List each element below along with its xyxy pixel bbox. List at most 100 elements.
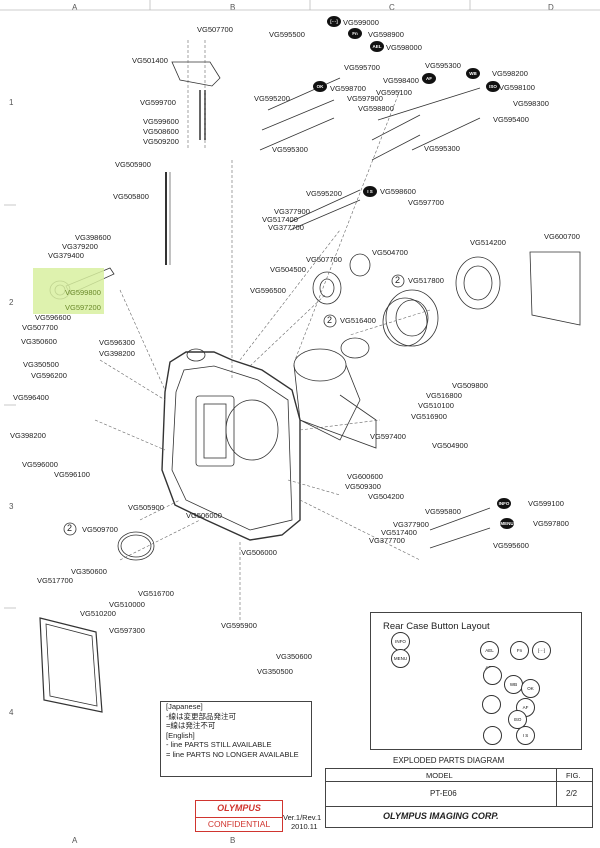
part-label: VG595700: [344, 63, 380, 72]
part-label: VG595100: [376, 88, 412, 97]
badge-ok: OK: [313, 81, 327, 92]
part-label: VG504500: [270, 265, 306, 274]
part-label: VG596400: [13, 393, 49, 402]
badge-af: AF: [422, 73, 436, 84]
stamp-brand: OLYMPUS: [217, 803, 261, 813]
button-ok: OK: [521, 679, 540, 698]
legend-line: [Japanese]: [166, 702, 203, 711]
part-label: VG597700: [408, 198, 444, 207]
line-legend: [Japanese] -線は変更部品発注可 =線は発注不可 [English] …: [160, 701, 312, 777]
part-label-highlighted: VG599800: [65, 288, 101, 297]
part-label: VG600700: [544, 232, 580, 241]
grid-col-b-bottom: B: [230, 836, 236, 845]
legend-line: [English]: [166, 730, 195, 740]
part-label: VG516900: [411, 412, 447, 421]
legend-line: - line PARTS STILL AVAILABLE: [166, 740, 272, 750]
part-label: VG505800: [113, 192, 149, 201]
callout-number: 2: [67, 523, 73, 533]
part-label: VG350500: [257, 667, 293, 676]
part-label: VG517700: [37, 576, 73, 585]
part-label: VG350500: [23, 360, 59, 369]
part-label: VG510000: [109, 600, 145, 609]
part-label: VG598400: [383, 76, 419, 85]
button-layout-title: Rear Case Button Layout: [383, 621, 490, 632]
button-menu-dots: [···]: [532, 641, 551, 660]
model-value: PT-E06: [430, 789, 457, 798]
confidential-stamp: OLYMPUS CONFIDENTIAL: [195, 800, 283, 832]
part-label: VG597800: [533, 519, 569, 528]
part-label: VG509800: [452, 381, 488, 390]
grid-col-c: C: [389, 3, 395, 12]
button-ael-afl: AEL AFL: [480, 641, 499, 670]
part-label: VG595500: [269, 30, 305, 39]
grid-col-d: D: [548, 3, 554, 12]
part-label: VG596300: [99, 338, 135, 347]
part-label: VG507700: [306, 255, 342, 264]
version-date: 2010.11: [291, 821, 318, 831]
part-label: VG595300: [272, 145, 308, 154]
part-label: VG510100: [418, 401, 454, 410]
diagram-heading: EXPLODED PARTS DIAGRAM: [393, 756, 505, 765]
part-label: VG516400: [340, 316, 376, 325]
grid-row-4: 4: [9, 708, 14, 717]
part-label: VG379400: [48, 251, 84, 260]
part-label: VG517400: [381, 528, 417, 537]
grid-row-2: 2: [9, 298, 14, 307]
part-label: VG595300: [424, 144, 460, 153]
title-block: MODEL FIG. PT-E06 2/2: [325, 768, 593, 828]
part-label: VG508600: [143, 127, 179, 136]
part-label: VG598900: [368, 30, 404, 39]
part-label: VG509700: [82, 525, 118, 534]
part-label: VG516700: [138, 589, 174, 598]
grid-row-3: 3: [9, 502, 14, 511]
legend-line: -線は変更部品発注可: [166, 711, 236, 721]
company-name: OLYMPUS IMAGING CORP.: [383, 811, 499, 821]
part-label: VG517400: [262, 215, 298, 224]
part-label: VG504200: [368, 492, 404, 501]
part-label: VG599000: [343, 18, 379, 27]
part-label: VG597300: [109, 626, 145, 635]
model-label: MODEL: [426, 771, 453, 780]
part-label: VG379200: [62, 242, 98, 251]
badge-ael-afl: AEL AFL: [370, 41, 384, 60]
part-label: VG598700: [330, 84, 366, 93]
part-label: VG599600: [143, 117, 179, 126]
part-label: VG597400: [370, 432, 406, 441]
grid-row-1: 1: [9, 98, 14, 107]
part-label: VG596600: [35, 313, 71, 322]
part-label: VG598200: [492, 69, 528, 78]
part-label: VG506000: [186, 511, 222, 520]
button-menu: MENU: [391, 649, 410, 668]
part-label: VG350600: [71, 567, 107, 576]
part-label: VG600600: [347, 472, 383, 481]
part-label: VG509300: [345, 482, 381, 491]
part-label: VG350600: [276, 652, 312, 661]
callout-number: 2: [395, 275, 401, 285]
version-rev: Ver.1/Rev.1: [283, 813, 322, 822]
part-label: VG596500: [250, 286, 286, 295]
part-label: VG398600: [75, 233, 111, 242]
part-label: VG505900: [128, 503, 164, 512]
button-fn: Fn: [510, 641, 529, 660]
highlight-region: [33, 268, 104, 314]
fig-value: 2/2: [566, 789, 578, 798]
part-label: VG598600: [380, 187, 416, 196]
part-label: VG504700: [372, 248, 408, 257]
rear-case-button-layout: Rear Case Button Layout INFO MENU AEL AF…: [370, 612, 582, 750]
part-label: VG596200: [31, 371, 67, 380]
badge-fn: Fn: [348, 28, 362, 39]
badge-info: INFO: [497, 498, 511, 509]
button-live-view: [483, 666, 502, 685]
part-label: VG597900: [347, 94, 383, 103]
badge-menu: MENU: [500, 518, 514, 529]
part-label: VG398200: [99, 349, 135, 358]
part-label: VG598800: [358, 104, 394, 113]
button-is: I S: [516, 726, 535, 745]
part-label: VG501400: [132, 56, 168, 65]
part-label: VG595800: [425, 507, 461, 516]
part-label: VG599100: [528, 499, 564, 508]
button-camera: [482, 695, 501, 714]
fig-label: FIG.: [566, 771, 581, 780]
part-label: VG517800: [408, 276, 444, 285]
